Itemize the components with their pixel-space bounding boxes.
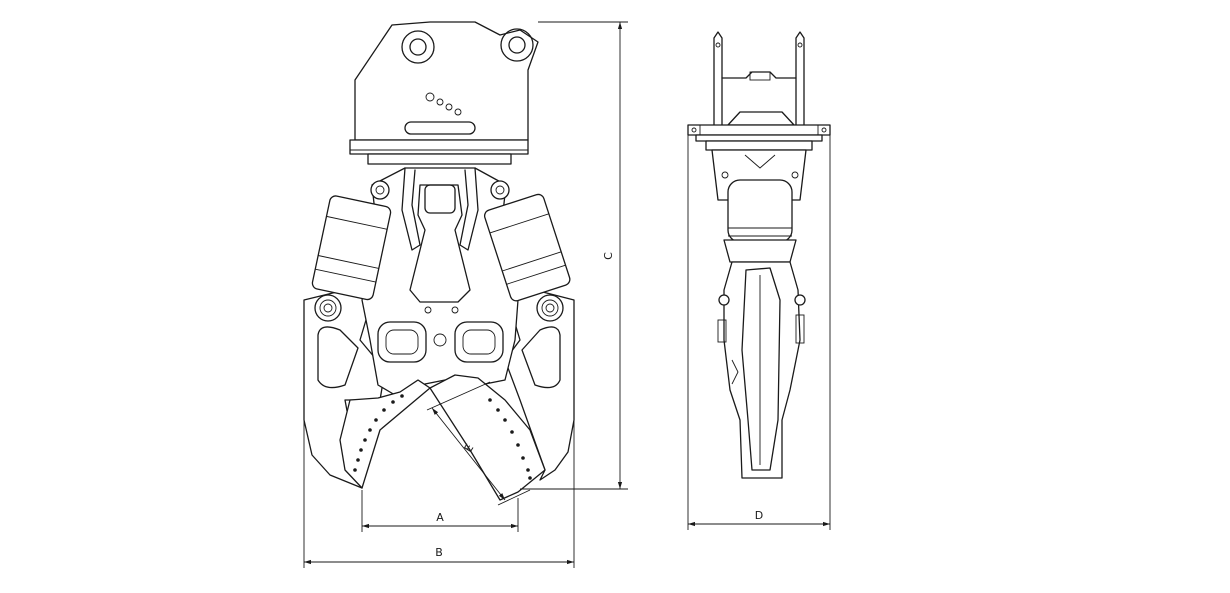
- dimension-b-label: B: [435, 546, 443, 559]
- side-rotator-ring: [705, 140, 813, 151]
- dimension-d-label: D: [755, 509, 763, 522]
- dimension-b: B: [303, 420, 575, 568]
- side-flange-lower: [695, 134, 823, 142]
- left-mount-hole-outer: [401, 30, 435, 64]
- bracket-slot: [404, 121, 476, 135]
- side-left-pin: [718, 294, 730, 306]
- dimension-c-label: C: [602, 252, 615, 260]
- lower-right-boss: [536, 294, 564, 322]
- center-pin: [433, 333, 447, 347]
- upper-right-boss: [490, 180, 510, 200]
- left-blade-teeth: [353, 394, 404, 472]
- side-head-block: [727, 111, 795, 126]
- left-cylinder: [311, 195, 392, 301]
- ear-crossbar: [721, 71, 797, 79]
- side-cylinder: [727, 179, 793, 243]
- side-right-pin: [794, 294, 806, 306]
- left-ram-arm: [401, 167, 421, 251]
- dimension-a-label: A: [436, 511, 444, 524]
- side-view: [687, 31, 831, 479]
- right-mount-hole-outer: [500, 28, 534, 62]
- right-mount-hole: [508, 36, 526, 54]
- right-ram-arm: [459, 167, 479, 251]
- top-mounting-bracket: [354, 21, 539, 141]
- upper-left-boss: [370, 180, 390, 200]
- upper-slot-window: [424, 184, 456, 214]
- dimension-a: A: [361, 490, 519, 532]
- side-jaw-body: [723, 261, 801, 479]
- right-jaw-window: [521, 326, 561, 389]
- lower-left-boss: [314, 294, 342, 322]
- side-cylinder-collar: [723, 239, 797, 263]
- left-ear: [713, 31, 723, 126]
- side-flange: [687, 124, 831, 136]
- left-pivot-opening: [377, 321, 427, 363]
- right-ear: [795, 31, 805, 126]
- dimension-c: C: [520, 21, 628, 490]
- left-jaw-window: [317, 326, 359, 389]
- side-jaw-blade: [741, 267, 781, 471]
- left-mount-hole: [409, 38, 427, 56]
- front-view: [303, 21, 575, 501]
- rotator-ring: [367, 153, 512, 165]
- left-cutter-blade: [339, 379, 431, 489]
- right-pivot-opening: [454, 321, 504, 363]
- center-slot: [409, 184, 471, 303]
- right-cylinder: [483, 193, 571, 302]
- rotator-flange: [349, 139, 529, 155]
- dimension-d: D: [687, 135, 831, 530]
